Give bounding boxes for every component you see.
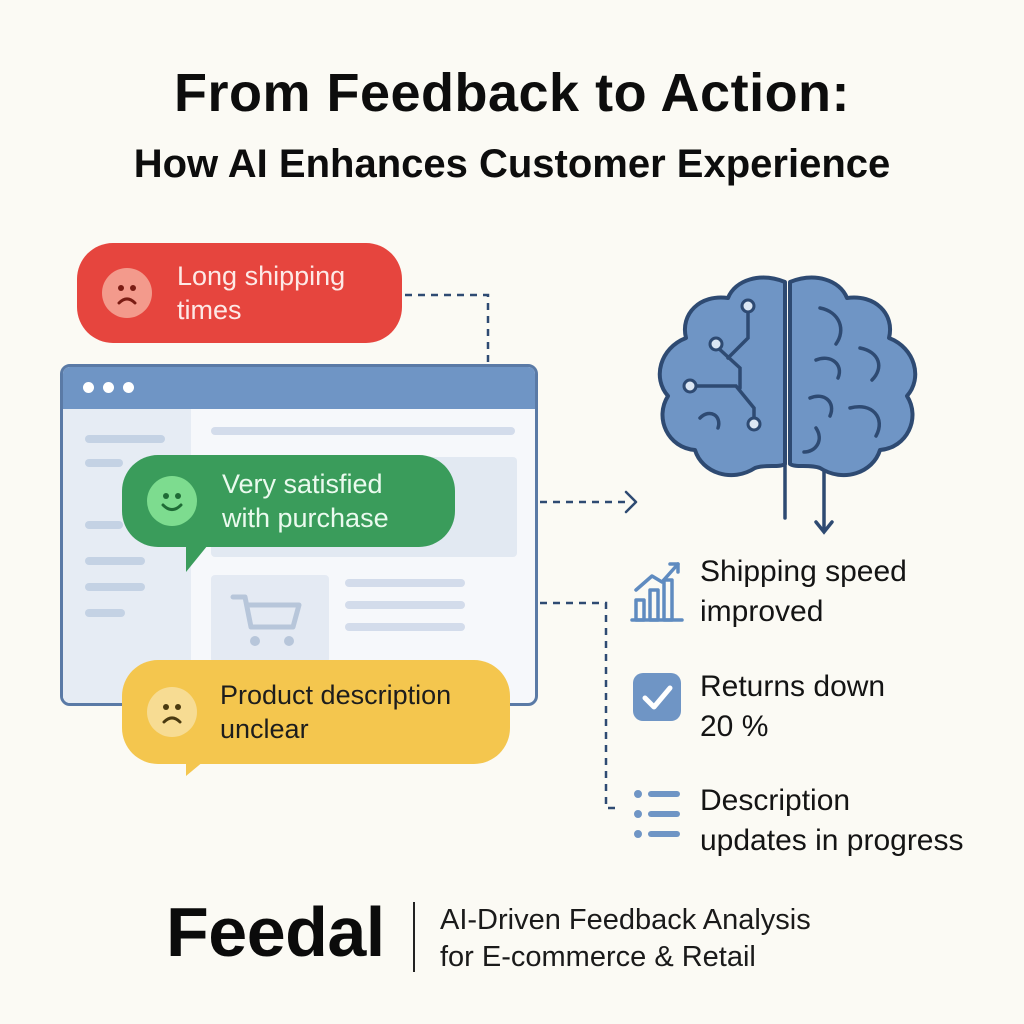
brand-logo: Feedal [166, 893, 385, 971]
feedback-text: Very satisfied with purchase [222, 469, 389, 533]
green-bubble-tail [186, 540, 212, 572]
arrow-head-icon [624, 490, 638, 514]
result-shipping: Shipping speed improved [700, 555, 907, 628]
connector-red-to-browser [405, 293, 490, 362]
bar-chart-icon [630, 562, 684, 622]
page-title: From Feedback to Action: [173, 63, 851, 123]
feedback-text: Product description unclear [220, 680, 452, 744]
content-line [345, 623, 465, 631]
window-dot-icon [103, 382, 114, 393]
product-image [211, 575, 329, 663]
footer-divider [413, 902, 415, 972]
window-dot-icon [123, 382, 134, 393]
page-subtitle: How AI Enhances Customer Experience [133, 142, 891, 186]
brain-icon [657, 275, 918, 535]
sad-face-icon [102, 268, 152, 318]
content-line [345, 579, 465, 587]
feedback-bubble-neutral: Product description unclear [122, 660, 510, 764]
feedback-bubble-positive: Very satisfied with purchase [122, 455, 455, 547]
result-description: Description updates in progress [700, 784, 964, 857]
feedback-text: Long shipping times [177, 261, 346, 325]
feedback-bubble-negative: Long shipping times [77, 243, 402, 343]
shopping-cart-icon [230, 594, 302, 646]
list-icon [634, 790, 680, 838]
content-line [345, 601, 465, 609]
result-returns: Returns down 20 % [700, 670, 886, 743]
browser-title-bar [63, 367, 535, 409]
checkmark-icon [633, 673, 681, 721]
content-line [211, 427, 515, 435]
brand-tagline: AI-Driven Feedback Analysis for E-commer… [440, 904, 811, 973]
window-dot-icon [83, 382, 94, 393]
sad-face-icon [147, 687, 197, 737]
connector-browser-to-results [540, 601, 618, 810]
happy-face-icon [147, 476, 197, 526]
